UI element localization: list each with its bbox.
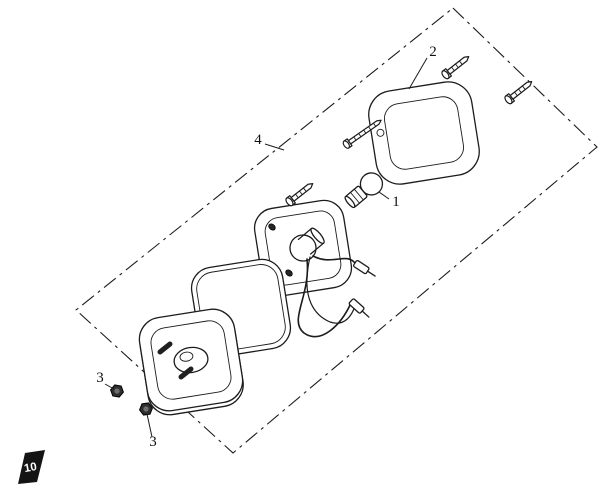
bulb-part bbox=[344, 172, 384, 209]
callout-3b: 3 bbox=[146, 413, 157, 450]
holder-screw-head bbox=[285, 269, 293, 277]
figure-number-label: 10 bbox=[23, 461, 38, 475]
callout-2-label: 2 bbox=[429, 44, 437, 60]
callout-4-label: 4 bbox=[254, 132, 262, 148]
callout-1-leader bbox=[378, 191, 390, 200]
wire-harness bbox=[297, 255, 376, 338]
callout-4-leader bbox=[264, 143, 285, 151]
figure-number-mark: 10 bbox=[18, 450, 45, 484]
callout-3b-leader bbox=[146, 413, 153, 438]
holder-screw-head bbox=[268, 223, 276, 231]
callout-3a: 3 bbox=[96, 370, 115, 390]
lamp-base-part bbox=[138, 308, 244, 416]
bulb-socket bbox=[289, 227, 325, 262]
figure-number-flag bbox=[18, 450, 45, 484]
hex-nut bbox=[109, 383, 125, 399]
lens-screw-hole bbox=[376, 128, 385, 137]
lens-housing-part bbox=[368, 81, 480, 185]
wire-connector bbox=[348, 298, 370, 318]
callout-3a-leader bbox=[104, 383, 115, 390]
callout-1-label: 1 bbox=[392, 194, 400, 210]
callout-3b-label: 3 bbox=[149, 434, 157, 450]
mounting-stud bbox=[178, 366, 194, 380]
wire-connector bbox=[353, 259, 376, 277]
mounting-stud bbox=[157, 341, 173, 355]
callout-2: 2 bbox=[408, 44, 437, 90]
screw-fastener bbox=[439, 52, 473, 81]
screw-fastener bbox=[502, 77, 536, 106]
phantom-boundary-line bbox=[75, 7, 598, 454]
callout-1: 1 bbox=[378, 191, 400, 210]
callout-3a-label: 3 bbox=[96, 370, 104, 386]
callout-4: 4 bbox=[254, 132, 285, 151]
callout-2-leader bbox=[408, 57, 428, 90]
